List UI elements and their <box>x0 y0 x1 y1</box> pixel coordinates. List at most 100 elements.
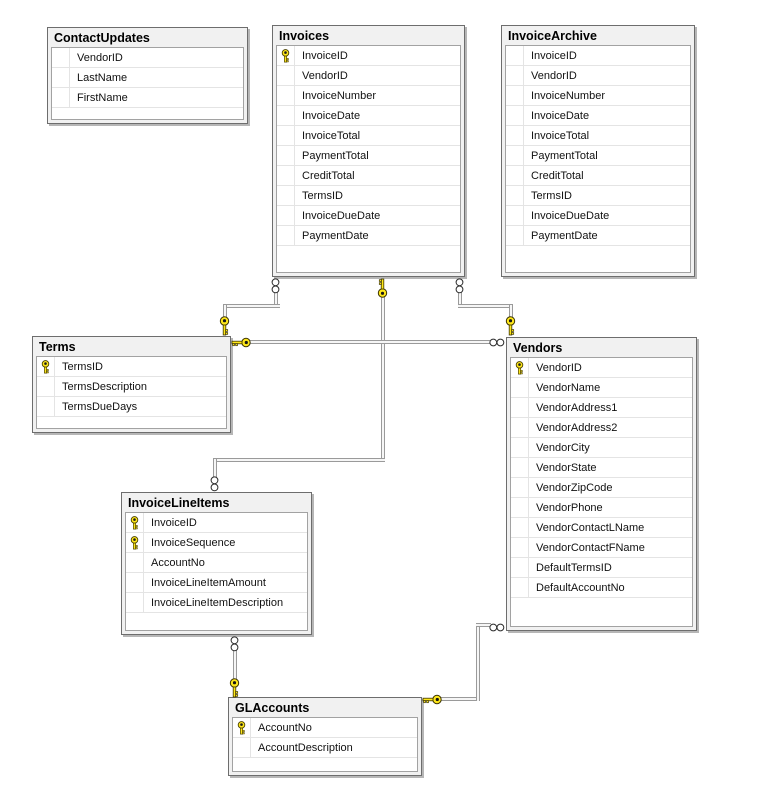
column-row-InvoiceSequence[interactable]: InvoiceSequence <box>126 533 307 553</box>
column-row-VendorContactFName[interactable]: VendorContactFName <box>511 538 692 558</box>
column-row-InvoiceDate[interactable]: InvoiceDate <box>277 106 460 126</box>
column-name: VendorContactLName <box>536 521 645 534</box>
column-row-VendorID[interactable]: VendorID <box>511 358 692 378</box>
column-row-CreditTotal[interactable]: CreditTotal <box>506 166 690 186</box>
table-title[interactable]: Invoices <box>279 29 330 43</box>
column-row-InvoiceLineItemDescription[interactable]: InvoiceLineItemDescription <box>126 593 307 613</box>
column-name: PaymentTotal <box>531 149 598 162</box>
column-icon-cell <box>511 438 529 457</box>
column-icon-cell <box>511 418 529 437</box>
column-icon-cell <box>511 538 529 557</box>
relationship-line-segment[interactable] <box>233 650 237 683</box>
column-row-AccountNo[interactable]: AccountNo <box>126 553 307 573</box>
column-row-TermsID[interactable]: TermsID <box>37 357 226 377</box>
primary-key-icon <box>126 533 144 552</box>
column-row-VendorID[interactable]: VendorID <box>52 48 243 68</box>
empty-row-area <box>511 598 692 626</box>
column-row-VendorZipCode[interactable]: VendorZipCode <box>511 478 692 498</box>
column-row-InvoiceLineItemAmount[interactable]: InvoiceLineItemAmount <box>126 573 307 593</box>
column-name: InvoiceDate <box>302 109 361 122</box>
column-row-VendorID[interactable]: VendorID <box>506 66 690 86</box>
many-end-infinity-icon <box>455 278 464 294</box>
column-row-VendorAddress2[interactable]: VendorAddress2 <box>511 418 692 438</box>
relationship-line-segment[interactable] <box>274 292 278 308</box>
table-title[interactable]: Vendors <box>513 341 563 355</box>
column-row-PaymentDate[interactable]: PaymentDate <box>506 226 690 246</box>
column-icon-cell <box>511 378 529 397</box>
column-icon-cell <box>52 88 70 107</box>
column-row-InvoiceNumber[interactable]: InvoiceNumber <box>506 86 690 106</box>
column-row-InvoiceID[interactable]: InvoiceID <box>126 513 307 533</box>
one-end-key-icon <box>377 278 388 298</box>
column-row-FirstName[interactable]: FirstName <box>52 88 243 108</box>
column-icon-cell <box>277 146 295 165</box>
relationship-line-segment[interactable] <box>476 623 491 627</box>
column-row-VendorState[interactable]: VendorState <box>511 458 692 478</box>
column-row-VendorCity[interactable]: VendorCity <box>511 438 692 458</box>
column-icon-cell <box>511 558 529 577</box>
column-row-InvoiceDate[interactable]: InvoiceDate <box>506 106 690 126</box>
column-icon-cell <box>511 398 529 417</box>
column-row-VendorName[interactable]: VendorName <box>511 378 692 398</box>
column-row-PaymentTotal[interactable]: PaymentTotal <box>277 146 460 166</box>
column-row-InvoiceNumber[interactable]: InvoiceNumber <box>277 86 460 106</box>
one-end-key-icon <box>422 694 442 705</box>
column-icon-cell <box>277 126 295 145</box>
column-row-PaymentDate[interactable]: PaymentDate <box>277 226 460 246</box>
column-icon-cell <box>506 226 524 245</box>
table-title[interactable]: InvoiceLineItems <box>128 496 230 510</box>
column-row-DefaultTermsID[interactable]: DefaultTermsID <box>511 558 692 578</box>
one-end-key-icon <box>229 678 240 698</box>
relationship-line-segment[interactable] <box>476 625 480 701</box>
column-row-TermsID[interactable]: TermsID <box>506 186 690 206</box>
relationship-line-segment[interactable] <box>223 304 280 308</box>
table-title[interactable]: GLAccounts <box>235 701 310 715</box>
relationship-line-segment[interactable] <box>439 697 480 701</box>
column-name: TermsID <box>531 189 572 202</box>
column-row-InvoiceTotal[interactable]: InvoiceTotal <box>506 126 690 146</box>
column-row-InvoiceDueDate[interactable]: InvoiceDueDate <box>277 206 460 226</box>
primary-key-icon <box>126 513 144 532</box>
relationship-line-segment[interactable] <box>248 340 490 344</box>
column-row-TermsDescription[interactable]: TermsDescription <box>37 377 226 397</box>
column-row-AccountNo[interactable]: AccountNo <box>233 718 417 738</box>
column-icon-cell <box>511 498 529 517</box>
relationship-line-segment[interactable] <box>458 292 462 308</box>
many-end-infinity-icon <box>271 278 280 294</box>
column-row-DefaultAccountNo[interactable]: DefaultAccountNo <box>511 578 692 598</box>
column-row-InvoiceID[interactable]: InvoiceID <box>506 46 690 66</box>
column-row-TermsDueDays[interactable]: TermsDueDays <box>37 397 226 417</box>
relationship-line-segment[interactable] <box>509 305 513 318</box>
column-row-VendorPhone[interactable]: VendorPhone <box>511 498 692 518</box>
relationship-line-segment[interactable] <box>223 305 227 318</box>
relationship-line-segment[interactable] <box>213 458 385 462</box>
table-title[interactable]: Terms <box>39 340 76 354</box>
column-row-VendorID[interactable]: VendorID <box>277 66 460 86</box>
table-title[interactable]: InvoiceArchive <box>508 29 597 43</box>
column-row-VendorAddress1[interactable]: VendorAddress1 <box>511 398 692 418</box>
column-row-AccountDescription[interactable]: AccountDescription <box>233 738 417 758</box>
column-row-InvoiceDueDate[interactable]: InvoiceDueDate <box>506 206 690 226</box>
column-row-InvoiceTotal[interactable]: InvoiceTotal <box>277 126 460 146</box>
column-name: InvoiceID <box>302 49 348 62</box>
column-row-VendorContactLName[interactable]: VendorContactLName <box>511 518 692 538</box>
column-name: VendorPhone <box>536 501 603 514</box>
column-row-PaymentTotal[interactable]: PaymentTotal <box>506 146 690 166</box>
relationship-line-segment[interactable] <box>381 295 385 462</box>
column-row-LastName[interactable]: LastName <box>52 68 243 88</box>
relationship-line-segment[interactable] <box>458 304 513 308</box>
table-title[interactable]: ContactUpdates <box>54 31 150 45</box>
column-row-CreditTotal[interactable]: CreditTotal <box>277 166 460 186</box>
column-row-TermsID[interactable]: TermsID <box>277 186 460 206</box>
relationship-line-segment[interactable] <box>213 459 217 477</box>
column-row-InvoiceID[interactable]: InvoiceID <box>277 46 460 66</box>
